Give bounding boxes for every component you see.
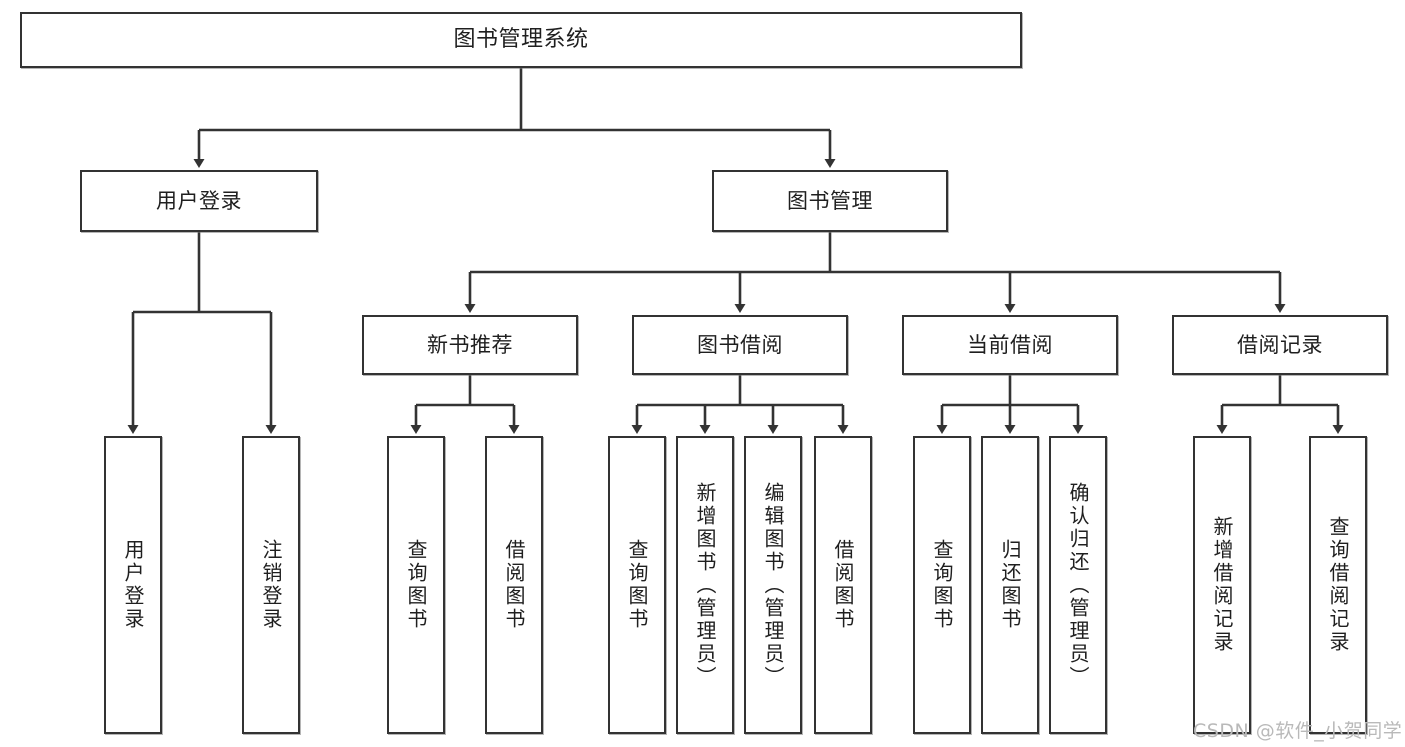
leaf-logout[interactable]: 注销登录	[242, 436, 300, 734]
node-book-borrow[interactable]: 图书借阅	[632, 315, 848, 375]
leaf-return-book[interactable]: 归还图书	[981, 436, 1039, 734]
node-label: 查询图书	[625, 539, 649, 631]
leaf-add-borrow-record[interactable]: 新增借阅记录	[1193, 436, 1251, 734]
node-label: 确认归还（管理员）	[1066, 481, 1090, 689]
leaf-borrow-book[interactable]: 借阅图书	[814, 436, 872, 734]
node-book-management[interactable]: 图书管理	[712, 170, 948, 232]
node-label: 新书推荐	[427, 332, 513, 357]
leaf-borrow-book-recommend[interactable]: 借阅图书	[485, 436, 543, 734]
node-root-book-management-system[interactable]: 图书管理系统	[20, 12, 1022, 68]
node-label: 编辑图书（管理员）	[761, 481, 785, 689]
node-label: 新增借阅记录	[1210, 516, 1234, 654]
node-user-login[interactable]: 用户登录	[80, 170, 318, 232]
node-new-book-recommend[interactable]: 新书推荐	[362, 315, 578, 375]
leaf-query-book-recommend[interactable]: 查询图书	[387, 436, 445, 734]
node-label: 查询图书	[930, 539, 954, 631]
node-label: 归还图书	[998, 539, 1022, 631]
node-label: 用户登录	[156, 188, 242, 213]
node-label: 新增图书（管理员）	[693, 481, 717, 689]
node-borrow-record[interactable]: 借阅记录	[1172, 315, 1388, 375]
leaf-confirm-return-admin[interactable]: 确认归还（管理员）	[1049, 436, 1107, 734]
node-label: 借阅图书	[502, 539, 526, 631]
node-current-borrow[interactable]: 当前借阅	[902, 315, 1118, 375]
node-label: 图书管理	[787, 188, 873, 213]
leaf-user-login[interactable]: 用户登录	[104, 436, 162, 734]
leaf-query-book-current[interactable]: 查询图书	[913, 436, 971, 734]
node-label: 借阅记录	[1237, 332, 1323, 357]
node-label: 当前借阅	[967, 332, 1053, 357]
watermark-text: CSDN @软件_小贺同学	[1193, 720, 1403, 742]
node-label: 查询借阅记录	[1326, 516, 1350, 654]
node-label: 查询图书	[404, 539, 428, 631]
node-label: 用户登录	[121, 539, 145, 631]
leaf-query-borrow-record[interactable]: 查询借阅记录	[1309, 436, 1367, 734]
leaf-query-book-borrow[interactable]: 查询图书	[608, 436, 666, 734]
leaf-edit-book-admin[interactable]: 编辑图书（管理员）	[744, 436, 802, 734]
node-label: 注销登录	[259, 539, 283, 631]
leaf-add-book-admin[interactable]: 新增图书（管理员）	[676, 436, 734, 734]
node-label: 借阅图书	[831, 539, 855, 631]
node-label: 图书借阅	[697, 332, 783, 357]
node-label: 图书管理系统	[453, 27, 589, 53]
